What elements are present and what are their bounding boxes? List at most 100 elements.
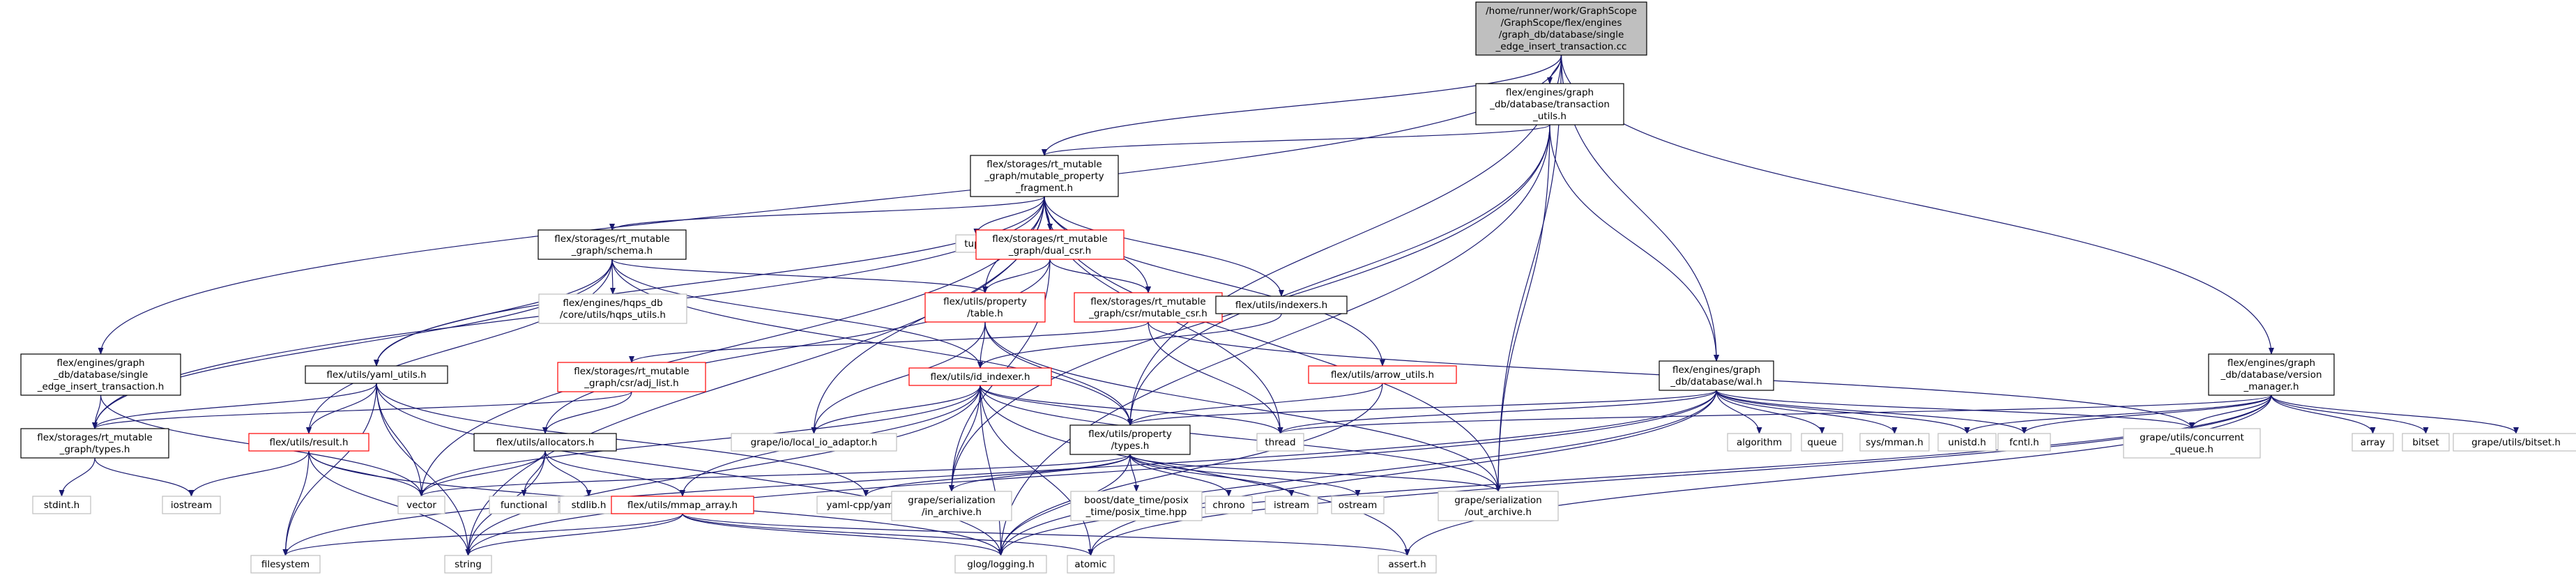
node-adjlist[interactable]: flex/storages/rt_mutable_graph/csr/adj_l… [557, 362, 706, 392]
node-chrono: chrono [1205, 496, 1253, 514]
node-box [1067, 555, 1115, 574]
node-arrow[interactable]: flex/utils/arrow_utils.h [1308, 365, 1457, 384]
node-label-line: flex/engines/graph [56, 358, 144, 369]
edge-ptypes-to-vector [418, 454, 1131, 497]
edge-arrow-to-glog [998, 383, 1383, 556]
node-indexers[interactable]: flex/utils/indexers.h [1215, 296, 1348, 314]
node-label-line: flex/storages/rt_mutable [554, 233, 669, 245]
node-wal[interactable]: flex/engines/graph_db/database/wal.h [1659, 360, 1774, 391]
edge-root-to-seit [98, 54, 1562, 355]
node-box [250, 555, 321, 574]
node-ptable[interactable]: flex/utils/property/table.h [924, 292, 1046, 323]
edge-tu-to-outarch [1495, 124, 1550, 492]
node-alloc[interactable]: flex/utils/allocators.h [473, 433, 617, 452]
node-label-line: array [2361, 437, 2385, 448]
edge-root-to-outarch [1495, 54, 1562, 492]
node-box [1256, 433, 1304, 452]
edge-wal-to-sysmman [1716, 390, 1898, 434]
edge-dualcsr-to-ptable [982, 259, 1051, 293]
node-box [924, 292, 1046, 323]
edge-result-to-filesystem [282, 450, 310, 556]
node-label-line: iostream [171, 500, 212, 511]
node-box [1475, 83, 1624, 125]
node-vm[interactable]: flex/engines/graph_db/database/version_m… [2208, 353, 2335, 396]
node-tu[interactable]: flex/engines/graph_db/database/transacti… [1475, 83, 1624, 125]
edge-ptypes-to-ostream [1129, 454, 1361, 497]
node-label-line: flex/utils/yaml_utils.h [326, 369, 426, 381]
edge-yamlu-to-rtypes [92, 383, 377, 429]
node-schema[interactable]: flex/storages/rt_mutable_graph/schema.h [538, 229, 687, 260]
node-label-line: filesystem [261, 559, 310, 570]
node-mmap[interactable]: flex/utils/mmap_array.h [611, 496, 754, 514]
node-box [975, 229, 1125, 260]
node-box [1205, 496, 1253, 514]
edge-mpf-to-indexers [1044, 196, 1284, 297]
node-array: array [2352, 433, 2394, 452]
node-label-line: _db/database/transaction [1489, 99, 1610, 110]
edge-vm-to-assert [1404, 394, 2272, 556]
node-label-line: stdint.h [44, 500, 79, 511]
node-seit[interactable]: flex/engines/graph_db/database/single_ed… [20, 353, 181, 396]
node-result[interactable]: flex/utils/result.h [248, 433, 369, 452]
edge-vm-to-unistd [1964, 394, 2272, 434]
node-label-line: _utils.h [1532, 111, 1567, 122]
node-box [1659, 360, 1774, 391]
edge-rtypes-to-stdint [59, 457, 96, 497]
node-mpf[interactable]: flex/storages/rt_mutable_graph/mutable_p… [970, 155, 1119, 197]
node-box [1378, 555, 1437, 574]
node-yamlu[interactable]: flex/utils/yaml_utils.h [305, 365, 448, 384]
node-idx[interactable]: flex/utils/id_indexer.h [908, 367, 1052, 386]
edge-root-to-vm [1560, 54, 2274, 355]
edge-alloc-to-mmap [544, 450, 685, 497]
node-box [1937, 433, 1997, 452]
node-label-line: _db/database/wal.h [1670, 376, 1762, 388]
edge-ptypes-to-boostpt [1129, 454, 1139, 492]
node-algorithm: algorithm [1727, 433, 1792, 452]
node-label-line: sys/mman.h [1866, 437, 1923, 448]
node-rtypes[interactable]: flex/storages/rt_mutable_graph/types.h [20, 428, 169, 459]
edge-yamlu-to-filesystem [282, 383, 377, 556]
node-label-line: /home/runner/work/GraphScope [1486, 6, 1637, 17]
node-box [1074, 292, 1223, 323]
node-label-line: string [455, 559, 482, 570]
node-box [1859, 433, 1930, 452]
node-label-line: flex/utils/result.h [269, 437, 348, 448]
node-dualcsr[interactable]: flex/storages/rt_mutable_graph/dual_csr.… [975, 229, 1125, 260]
edge-schema-to-result [306, 259, 613, 434]
edge-result-to-iostream [188, 450, 310, 497]
node-ptypes[interactable]: flex/utils/property/types.h [1069, 424, 1191, 455]
node-label-line: _edge_insert_transaction.cc [1495, 41, 1627, 52]
node-box [2123, 428, 2261, 459]
edge-mcsr-to-thread [1148, 321, 1283, 434]
edge-vm-to-array [2271, 394, 2376, 434]
node-box [1801, 433, 1843, 452]
node-label-line: stdlib.h [572, 500, 607, 511]
node-label-line: _edge_insert_transaction.h [37, 381, 165, 392]
node-mcsr[interactable]: flex/storages/rt_mutable_graph/csr/mutab… [1074, 292, 1223, 323]
edge-alloc-to-stdlib [544, 450, 592, 497]
node-box [731, 433, 897, 452]
node-label-line: flex/utils/allocators.h [496, 437, 595, 448]
edge-schema-to-ptypes [611, 259, 1133, 426]
edge-result-to-string [308, 450, 471, 556]
node-fcntl: fcntl.h [1997, 433, 2051, 452]
edge-idx-to-thread [980, 385, 1283, 434]
node-box [305, 365, 448, 384]
node-box [559, 496, 618, 514]
node-gbitset: grape/utils/bitset.h [2453, 433, 2576, 452]
edge-tu-to-mpf [1042, 124, 1550, 156]
edge-wal-to-atomic [1088, 390, 1717, 556]
edge-indexers-to-idx [977, 313, 1282, 369]
node-iostream: iostream [162, 496, 221, 514]
edge-idx-to-ptypes [980, 385, 1133, 426]
edge-yamlu-to-result [306, 383, 377, 434]
node-label-line: grape/utils/concurrent [2140, 432, 2244, 443]
edge-idx-to-vector [418, 385, 981, 497]
node-box [1265, 496, 1318, 514]
edge-mmap-to-assert [682, 513, 1410, 556]
node-box [954, 555, 1047, 574]
edge-alloc-to-vector [418, 450, 546, 497]
edge-mpf-to-schema [609, 196, 1045, 231]
node-box [2208, 353, 2335, 396]
node-label-line: _time/posix_time.hpp [1085, 507, 1187, 518]
